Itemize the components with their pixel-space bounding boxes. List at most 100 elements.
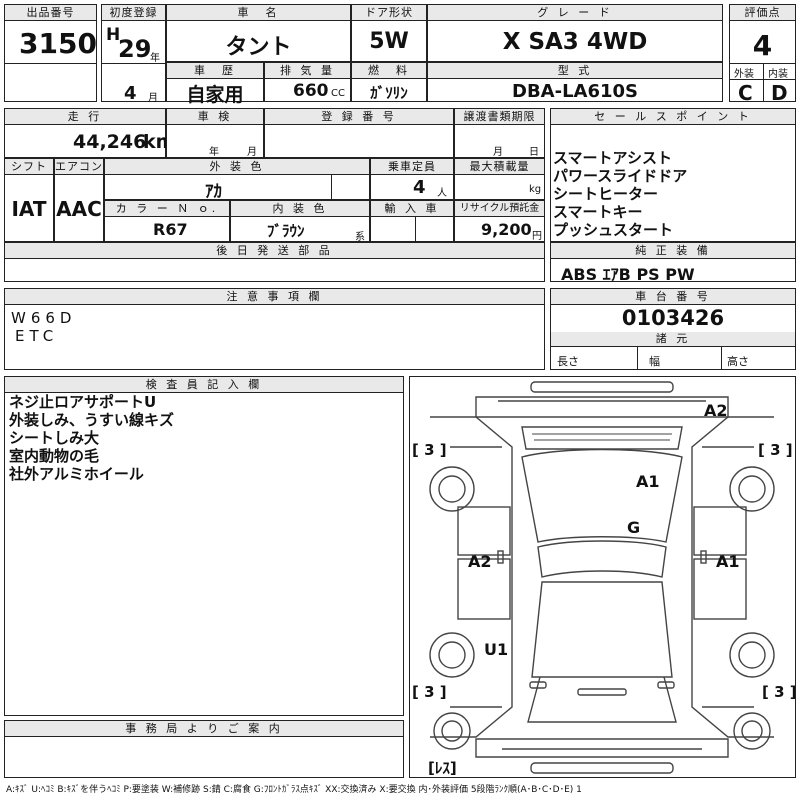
car-diagram: [ 3 ] [ 3 ] [ 3 ] [ 3 ] [ﾚｽ] A2 A1 G A2 … (412, 381, 795, 777)
mileage-label: 走 行 (5, 109, 165, 125)
notes-label: 注 意 事 項 欄 (5, 289, 544, 305)
int-color-box: 内 装 色 ﾌﾞﾗｳﾝ 系 (230, 200, 370, 243)
model-box: 型 式 DBA-LA610S (427, 62, 723, 102)
right-front-door (693, 558, 747, 620)
tire-mark-front-left: [ 3 ] (412, 683, 447, 701)
capacity-value: 4 (413, 177, 426, 198)
windshield (537, 540, 667, 578)
shift-label: シフト (5, 159, 53, 175)
score-label: 評価点 (730, 5, 795, 21)
model-label: 型 式 (428, 63, 722, 79)
chassis-box: 車 台 番 号 0103426 諸 元 長さ 幅 高さ (550, 288, 796, 370)
lot-number-label: 出品番号 (5, 5, 96, 21)
grade-box: グ レ ー ド X SA3 4WD (427, 4, 723, 62)
car-name-value: タント (225, 35, 292, 60)
mileage-box: 走 行 44,246 km (4, 108, 175, 158)
capacity-unit: 人 (437, 188, 447, 199)
rear-bumper (530, 381, 674, 393)
left-front-door (457, 558, 511, 620)
shift-box: シフト IAT (4, 158, 54, 242)
front-hood-outline (475, 738, 729, 758)
aircon-box: エアコン AAC (54, 158, 104, 242)
model-value: DBA-LA610S (512, 81, 638, 102)
roof (521, 448, 683, 543)
left-door-handle (497, 550, 504, 564)
chassis-label: 車 台 番 号 (551, 289, 795, 305)
later-parts-label: 後 日 発 送 部 品 (5, 243, 544, 259)
max-load-box: 最大積載量 kg (454, 158, 545, 200)
inspection-month-unit: 月 (247, 147, 257, 158)
right-door-handle (700, 550, 707, 564)
ext-color-box: 外 装 色 ｱｶ (104, 158, 370, 202)
history-box: 車 歴 自家用 (166, 62, 264, 106)
color-no-value: R67 (153, 220, 188, 239)
tire-rear-right (729, 466, 775, 512)
note-line: ETC (15, 327, 59, 345)
damage-code: U1 (484, 640, 508, 659)
door-value: 5W (369, 29, 409, 54)
inspector-box: 検 査 員 記 入 欄 ネジ止ロアサポートU 外装しみ、うすい線キズ シートしみ… (4, 376, 404, 716)
tire-mark-front-right: [ 3 ] (762, 683, 795, 701)
fuel-label: 燃 料 (352, 63, 426, 79)
right-rear-door (693, 506, 747, 556)
displacement-label: 排 気 量 (265, 63, 350, 79)
notes-box: 注 意 事 項 欄 W66D ETC (4, 288, 545, 370)
damage-code: A1 (716, 552, 740, 571)
notes-list: W66D ETC (11, 309, 76, 345)
sales-point-item: スマートキー (553, 203, 643, 221)
rear-gate-outline (475, 396, 729, 418)
fuel-value: ｶﾞｿﾘﾝ (370, 84, 408, 102)
standard-equipment-box: 純 正 装 備 ABS ｴｱB PS PW (550, 242, 796, 284)
max-load-label: 最大積載量 (455, 159, 544, 175)
legend-text: A:ｷｽﾞ U:ﾍｺﾐ B:ｷｽﾞを伴うﾍｺﾐ P:要塗装 W:補修跡 S:錆 … (6, 785, 582, 795)
lot-number-box: 出品番号 3150 (4, 4, 97, 102)
sales-point-item: スマートアシスト (553, 149, 672, 167)
ext-color-label: 外 装 色 (105, 159, 369, 175)
grade-value: X SA3 4WD (502, 29, 648, 55)
standard-equipment-label: 純 正 装 備 (551, 243, 795, 259)
displacement-unit: CC (331, 88, 345, 99)
spare-mark: [ﾚｽ] (428, 759, 457, 777)
note-line: W66D (11, 309, 77, 327)
capacity-box: 乗車定員 4 人 (370, 158, 454, 200)
inspection-label: 車 検 (167, 109, 263, 125)
door-label: ドア形状 (352, 5, 426, 21)
displacement-value: 660 (293, 81, 329, 101)
lot-number-value: 3150 (19, 27, 97, 60)
ext-color-value: ｱｶ (205, 182, 222, 202)
inspector-line: 室内動物の毛 (9, 447, 100, 465)
recycle-box: リサイクル預託金 9,200 円 (454, 200, 545, 242)
int-color-value: ﾌﾞﾗｳﾝ (267, 222, 305, 240)
sales-points-list: スマートアシスト パワースライドドア シートヒーター スマートキー プッシュスタ… (553, 149, 687, 239)
aircon-label: エアコン (55, 159, 103, 175)
transfer-month-unit: 月 (493, 147, 503, 158)
history-value: 自家用 (186, 84, 244, 106)
spec-length-label: 長さ (557, 355, 579, 368)
hood (531, 581, 673, 678)
tire-mark-rear-left: [ 3 ] (412, 441, 447, 459)
inspector-list: ネジ止ロアサポートU 外装しみ、うすい線キズ シートしみ大 室内動物の毛 社外ア… (9, 393, 174, 483)
rear-glass (521, 426, 683, 450)
month-value: 4 (124, 83, 137, 104)
inspector-line: シートしみ大 (9, 429, 100, 447)
capacity-label: 乗車定員 (371, 159, 453, 175)
int-color-label: 内 装 色 (231, 201, 369, 217)
year-unit: 年 (150, 53, 160, 64)
spec-width-label: 幅 (649, 355, 660, 368)
registration-label: 登 録 番 号 (265, 109, 453, 125)
sales-points-label: セ ー ル ス ポ イ ン ト (551, 109, 795, 125)
damage-code: A2 (468, 552, 492, 571)
displacement-box: 排 気 量 660 CC (264, 62, 351, 102)
max-load-unit: kg (529, 184, 542, 195)
spare-tire (433, 712, 471, 750)
aircon-value: AAC (56, 197, 102, 221)
import-label: 輸 入 車 (371, 201, 453, 217)
sales-point-item: プッシュスタート (553, 221, 674, 239)
score-value: 4 (752, 29, 773, 62)
inspector-line: 社外アルミホイール (9, 465, 144, 483)
spec-height-label: 高さ (727, 355, 749, 368)
recycle-unit: 円 (532, 231, 542, 242)
transfer-deadline-label: 譲渡書類期限 (455, 109, 544, 125)
tire-front-right (729, 632, 775, 678)
car-name-label: 車 名 (167, 5, 350, 21)
